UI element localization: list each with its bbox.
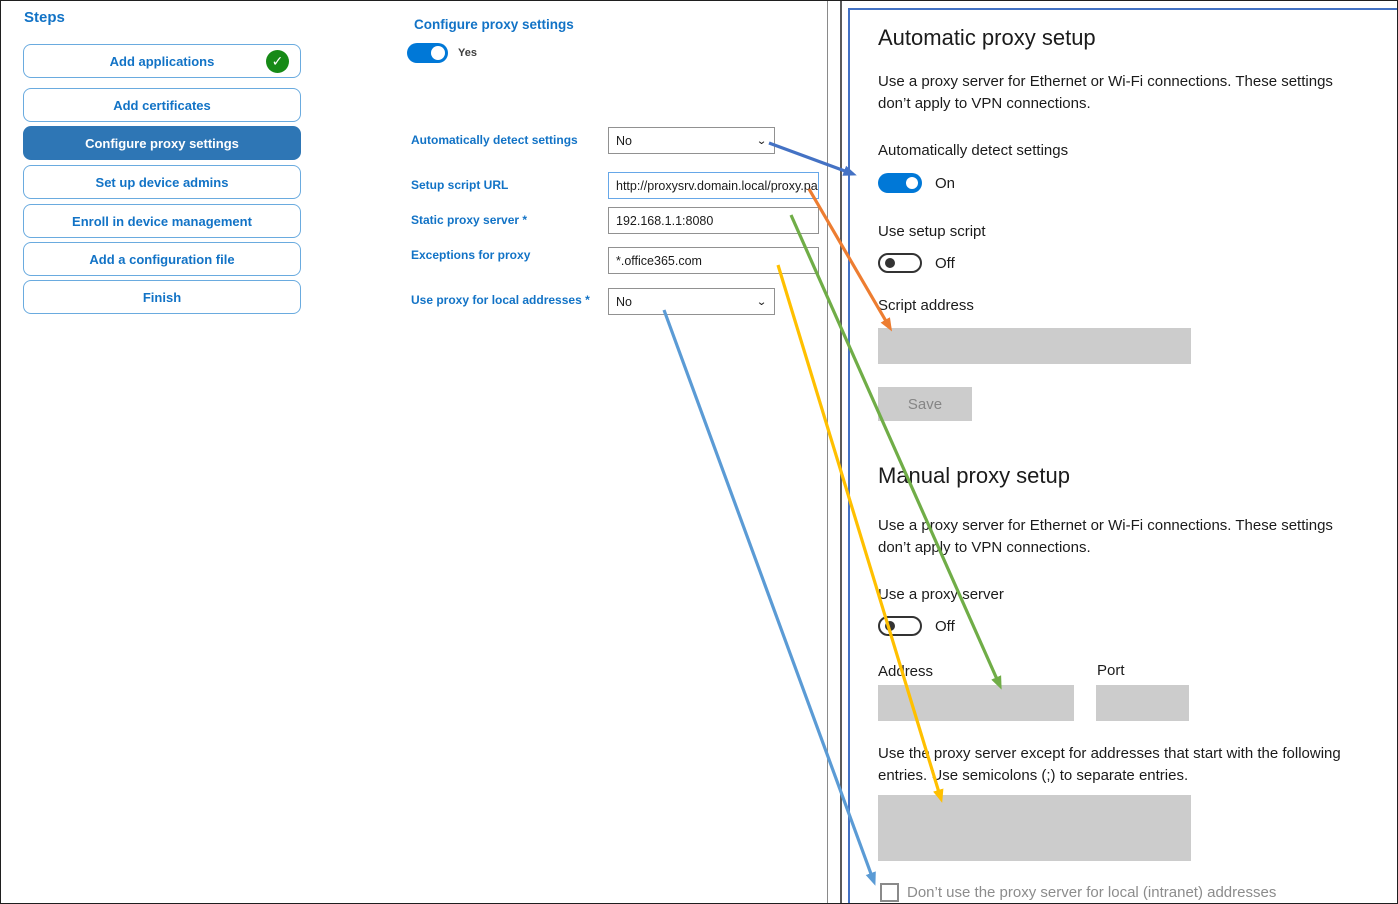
- steps-heading: Steps: [24, 9, 65, 26]
- use-setup-script-toggle[interactable]: [878, 253, 922, 273]
- manual-proxy-description: Use a proxy server for Ethernet or Wi-Fi…: [878, 517, 1333, 556]
- script-address-input[interactable]: [878, 328, 1191, 364]
- sidebar-item-set-up-device-admins[interactable]: Set up device admins: [23, 165, 301, 199]
- toggle-knob: [885, 621, 895, 631]
- configure-proxy-toggle-state: Yes: [458, 47, 477, 59]
- use-setup-script-toggle-state: Off: [935, 255, 955, 272]
- proxy-exceptions-textarea[interactable]: [878, 795, 1191, 861]
- local-addresses-checkbox[interactable]: [880, 883, 899, 902]
- field-label-use-proxy-local: Use proxy for local addresses *: [411, 293, 590, 307]
- local-addresses-checkbox-label: Don’t use the proxy server for local (in…: [907, 884, 1277, 901]
- detect-settings-label: Automatically detect settings: [878, 142, 1069, 159]
- port-input[interactable]: [1096, 685, 1189, 721]
- exceptions-for-proxy-input[interactable]: *.office365.com: [608, 247, 819, 274]
- script-address-label: Script address: [878, 297, 974, 314]
- configure-proxy-toggle[interactable]: [407, 43, 448, 63]
- detect-settings-toggle[interactable]: [878, 173, 922, 193]
- step-completed-check-icon: ✓: [266, 50, 289, 73]
- detect-settings-toggle-state: On: [935, 175, 956, 192]
- static-proxy-server-input[interactable]: 192.168.1.1:8080: [608, 207, 819, 234]
- toggle-knob: [431, 46, 445, 60]
- field-label-exceptions: Exceptions for proxy: [411, 248, 531, 262]
- toggle-knob: [885, 258, 895, 268]
- field-label-setup-script-url: Setup script URL: [411, 178, 509, 192]
- sidebar-item-add-certificates[interactable]: Add certificates: [23, 88, 301, 122]
- form-title: Configure proxy settings: [414, 17, 574, 32]
- setup-script-url-input[interactable]: http://proxysrv.domain.local/proxy.pa: [608, 172, 819, 199]
- local-addresses-arrow: [662, 309, 876, 886]
- chevron-down-icon: ⌄: [756, 295, 767, 308]
- use-proxy-server-label: Use a proxy server: [878, 586, 1004, 603]
- toggle-knob: [906, 177, 918, 189]
- save-button[interactable]: Save: [878, 387, 972, 421]
- proxy-exceptions-description: Use the proxy server except for addresse…: [878, 745, 1341, 784]
- use-proxy-server-toggle[interactable]: [878, 616, 922, 636]
- field-label-static-proxy-server: Static proxy server *: [411, 213, 528, 227]
- use-setup-script-label: Use setup script: [878, 223, 986, 240]
- manual-proxy-setup-title: Manual proxy setup: [878, 463, 1070, 488]
- sidebar-item-add-a-configuration-file[interactable]: Add a configuration file: [23, 242, 301, 276]
- sidebar-item-finish[interactable]: Finish: [23, 280, 301, 314]
- address-label: Address: [878, 663, 934, 680]
- automatic-proxy-description: Use a proxy server for Ethernet or Wi-Fi…: [878, 73, 1333, 112]
- address-input[interactable]: [878, 685, 1074, 721]
- chevron-down-icon: ⌄: [756, 134, 767, 147]
- use-proxy-server-toggle-state: Off: [935, 618, 955, 635]
- sidebar-item-enroll-in-device-management[interactable]: Enroll in device management: [23, 204, 301, 238]
- sidebar-item-configure-proxy-settings[interactable]: Configure proxy settings: [23, 126, 301, 160]
- port-label: Port: [1097, 662, 1125, 679]
- window-divider-line: [840, 1, 842, 903]
- pane-divider-line: [827, 1, 828, 903]
- sidebar-item-add-applications[interactable]: Add applications: [23, 44, 301, 78]
- auto-detect-dropdown[interactable]: No ⌄: [608, 127, 775, 154]
- field-label-auto-detect: Automatically detect settings: [411, 133, 578, 147]
- automatic-proxy-setup-title: Automatic proxy setup: [878, 25, 1096, 50]
- use-proxy-local-dropdown[interactable]: No ⌄: [608, 288, 775, 315]
